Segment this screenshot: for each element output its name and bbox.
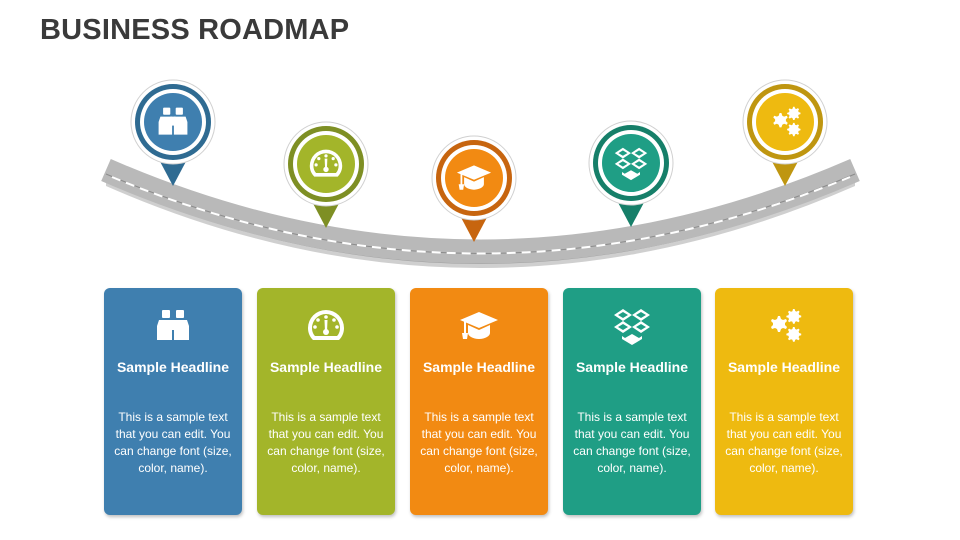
roadmap-road bbox=[101, 79, 860, 268]
milestone-card-5: Sample Headline This is a sample text th… bbox=[715, 288, 853, 515]
card-headline: Sample Headline bbox=[116, 359, 230, 375]
road-center-line bbox=[111, 176, 851, 255]
milestone-pin-4[interactable] bbox=[588, 120, 674, 227]
card-text: This is a sample text that you can edit.… bbox=[573, 410, 691, 475]
milestone-pin-2[interactable] bbox=[283, 121, 369, 228]
card-text: This is a sample text that you can edit.… bbox=[114, 410, 232, 475]
milestone-pin-1[interactable] bbox=[130, 79, 216, 186]
milestone-card-2: Sample Headline This is a sample text th… bbox=[257, 288, 395, 515]
card-text: This is a sample text that you can edit.… bbox=[725, 410, 843, 475]
milestone-pin-3[interactable] bbox=[431, 135, 517, 242]
speedometer-icon bbox=[257, 306, 395, 346]
card-text: This is a sample text that you can edit.… bbox=[420, 410, 538, 475]
milestone-card-1: Sample Headline This is a sample text th… bbox=[104, 288, 242, 515]
card-headline: Sample Headline bbox=[575, 359, 689, 375]
binoculars-icon bbox=[104, 306, 242, 346]
graduation-cap-icon bbox=[410, 306, 548, 346]
milestone-card-4: Sample Headline This is a sample text th… bbox=[563, 288, 701, 515]
card-text: This is a sample text that you can edit.… bbox=[267, 410, 385, 475]
dropbox-icon bbox=[563, 306, 701, 346]
slide-title: BUSINESS ROADMAP bbox=[40, 14, 350, 46]
card-headline: Sample Headline bbox=[269, 359, 383, 375]
card-headline: Sample Headline bbox=[422, 359, 536, 375]
milestone-pin-5[interactable] bbox=[742, 79, 828, 186]
milestone-card-3: Sample Headline This is a sample text th… bbox=[410, 288, 548, 515]
card-headline: Sample Headline bbox=[727, 359, 841, 375]
gears-icon bbox=[715, 306, 853, 346]
